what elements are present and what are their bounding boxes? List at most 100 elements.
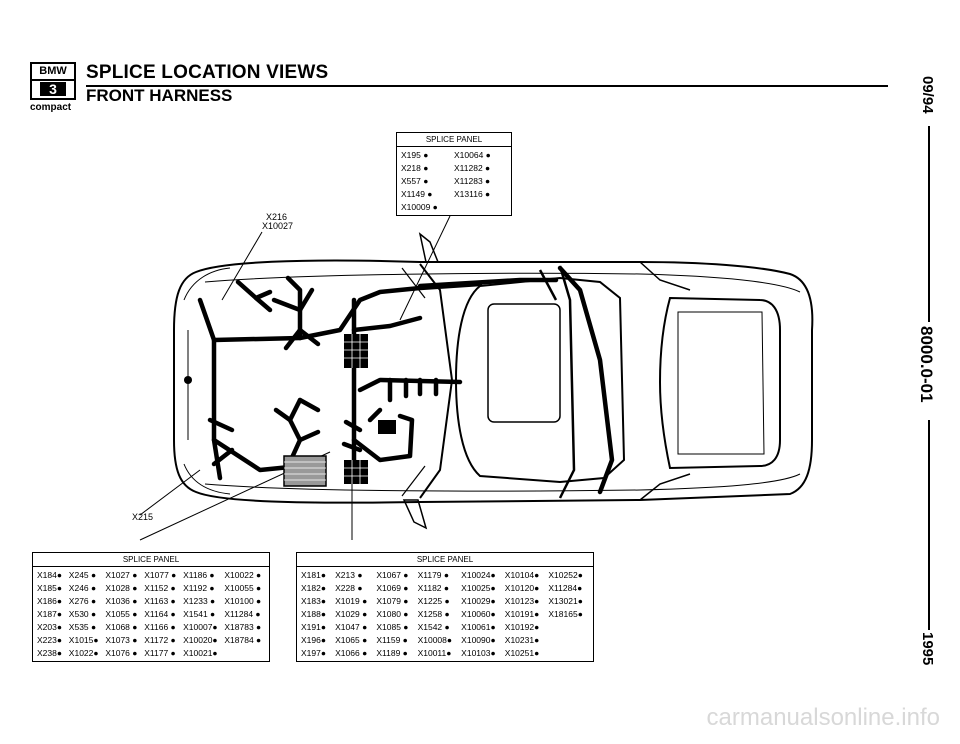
splice-id-cell: X1172 ● (144, 635, 176, 645)
splice-id-cell: X1036 ● (105, 596, 138, 606)
splice-id-cell: X1149 ● (401, 189, 433, 199)
splice-id-cell: X10123● (504, 596, 540, 606)
splice-id-cell: X10029● (461, 596, 496, 606)
splice-id-cell: X1233 ● (183, 596, 216, 606)
page-subtitle: FRONT HARNESS (86, 86, 233, 105)
header-rule (86, 85, 888, 87)
splice-id-cell: X188● (301, 609, 326, 619)
logo-compact-text: compact (30, 102, 72, 113)
splice-panel-grid: X181●X213 ●X1067 ●X1179 ●X10024●X10104●X… (297, 567, 593, 661)
splice-id-cell: X196● (301, 635, 326, 645)
splice-id-cell: X10060● (461, 609, 496, 619)
splice-id-cell: X10022 ● (224, 570, 262, 580)
splice-id-cell: X191● (301, 622, 326, 632)
splice-id-cell: X18783 ● (224, 622, 262, 632)
splice-id-cell: X1066 ● (335, 648, 368, 658)
splice-panel-left: SPLICE PANEL X184●X245 ●X1027 ●X1077 ●X1… (32, 552, 270, 662)
bmw-3-logo: BMW 3 (30, 62, 76, 100)
splice-id-cell: X1067 ● (376, 570, 409, 580)
logo-model-number: 3 (40, 82, 66, 96)
splice-id-cell: X10020● (183, 635, 218, 645)
splice-id-cell: X1225 ● (417, 596, 450, 606)
leader-line-x215 (139, 469, 201, 516)
splice-id-cell: X530 ● (68, 609, 97, 619)
splice-id-cell: X1085 ● (376, 622, 409, 632)
splice-id-cell: X181● (301, 570, 326, 580)
splice-panel-top: SPLICE PANEL X195 ●X10064 ●X218 ●X11282 … (396, 132, 512, 216)
splice-id-cell: X1073 ● (105, 635, 138, 645)
splice-id-cell: X11283 ● (454, 176, 491, 186)
splice-id-cell: X10191● (504, 609, 540, 619)
splice-id-cell: X1019 ● (335, 596, 368, 606)
splice-id-cell: X1068 ● (105, 622, 138, 632)
watermark: carmanualsonline.info (706, 704, 940, 731)
splice-id-cell: X10055 ● (224, 583, 262, 593)
splice-id-cell: X1189 ● (376, 648, 408, 658)
splice-id-cell: X1079 ● (376, 596, 409, 606)
splice-id-cell: X228 ● (335, 583, 363, 593)
splice-id-cell: X18165● (548, 609, 583, 619)
splice-id-cell: X1179 ● (417, 570, 450, 580)
bmw-emblem-icon (184, 376, 192, 384)
label-x215: X215 (132, 512, 154, 522)
splice-id-cell: X185● (37, 583, 62, 593)
leader-line-x216 (221, 231, 263, 301)
label-x10027: X10027 (262, 221, 294, 231)
splice-id-cell: X10061● (461, 622, 496, 632)
splice-id-cell: X10103● (461, 648, 496, 658)
splice-id-cell: X1541 ● (183, 609, 216, 619)
splice-panel-heading: SPLICE PANEL (397, 133, 511, 147)
splice-id-cell (224, 647, 265, 659)
splice-panel-grid: X184● X245 ● X1027 ● X1077 ● X1186 ● X10022 ●… (33, 567, 269, 661)
splice-id-cell: X218 ● (401, 163, 429, 173)
splice-id-cell (548, 647, 589, 659)
splice-id-cell: X10120● (504, 583, 540, 593)
splice-id-cell: X276 ● (68, 596, 97, 606)
splice-id-cell: X213 ● (335, 570, 363, 580)
splice-id-cell: X1015● (68, 635, 99, 645)
splice-id-cell: X10008● (417, 635, 453, 645)
splice-panel-heading: SPLICE PANEL (297, 553, 593, 567)
splice-id-cell: X10024● (461, 570, 496, 580)
splice-id-cell: X182● (301, 583, 326, 593)
splice-id-cell: X10192● (504, 622, 540, 632)
splice-id-cell: X1177 ● (144, 648, 176, 658)
splice-id-cell: X1047 ● (335, 622, 368, 632)
splice-id-cell: X10090● (461, 635, 496, 645)
splice-id-cell: X10064 ● (454, 150, 491, 160)
splice-id-cell: X203● (37, 622, 62, 632)
side-rule-2 (928, 420, 930, 630)
splice-id-cell: X238● (37, 648, 62, 658)
splice-id-cell: X1077 ● (144, 570, 177, 580)
splice-id-cell: X223● (37, 635, 62, 645)
splice-id-cell: X1022● (68, 648, 99, 658)
splice-id-cell: X186● (37, 596, 62, 606)
splice-id-cell: X1192 ● (183, 583, 215, 593)
splice-id-cell: X245 ● (68, 570, 97, 580)
splice-id-cell: X11284● (548, 583, 583, 593)
splice-id-cell: X10251● (504, 648, 540, 658)
car-body-outline (173, 232, 814, 530)
splice-id-cell: X1065 ● (335, 635, 368, 645)
side-rule-1 (928, 126, 930, 322)
splice-id-cell: X187● (37, 609, 62, 619)
splice-id-cell: X11284 ● (224, 609, 261, 619)
splice-id-cell: X1027 ● (105, 570, 138, 580)
splice-panel-right-box (344, 460, 368, 484)
splice-id-cell: X197● (301, 648, 326, 658)
splice-id-cell: X1069 ● (376, 583, 409, 593)
splice-id-cell: X1163 ● (144, 596, 176, 606)
splice-id-cell: X1186 ● (183, 570, 215, 580)
splice-id-cell: X18784 ● (224, 635, 262, 645)
splice-id-cell: X183● (301, 596, 326, 606)
splice-id-cell: X10009 ● (401, 202, 438, 212)
splice-id-cell: X184● (37, 570, 62, 580)
splice-id-cell: X13021● (548, 596, 583, 606)
splice-id-cell: X13116 ● (454, 189, 491, 199)
splice-id-cell: X10007● (183, 622, 218, 632)
splice-id-cell: X10100 ● (224, 596, 262, 606)
splice-id-cell: X1080 ● (376, 609, 409, 619)
splice-id-cell: X10252● (548, 570, 583, 580)
splice-id-cell: X1164 ● (144, 609, 176, 619)
